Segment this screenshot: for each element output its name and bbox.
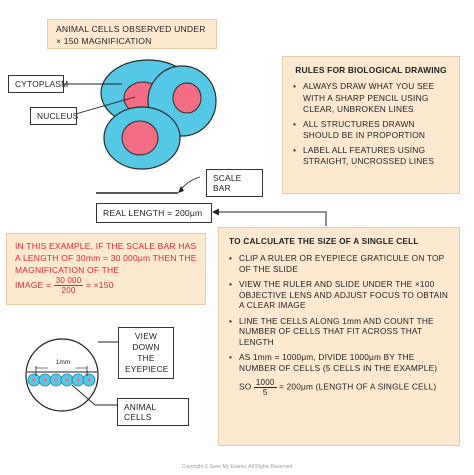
eyepiece-view [25,338,99,412]
calc-frac-den: 5 [262,388,268,397]
calc-step: AS 1mm = 1000μm, DIVIDE 1000μm BY THE NU… [229,352,449,373]
animal-cells-label: ANIMAL CELLS [117,398,189,426]
calc-so-result: = 200μm (LENGTH OF A SINGLE CELL) [279,381,437,392]
calc-fraction: 1000 5 [253,378,277,397]
ruler-mark-label: 1mm [55,359,71,366]
animal-cells-pointer [71,384,96,406]
view-down-eyepiece-label: VIEW DOWN THE EYEPIECE [118,327,174,379]
calc-box: TO CALCULATE THE SIZE OF A SINGLE CELL C… [218,227,460,446]
cytoplasm-label: CYTOPLASM [8,75,68,93]
example-image-prefix: IMAGE = [15,279,52,290]
calc-step: VIEW THE RULER AND SLIDE UNDER THE ×100 … [229,279,449,311]
nucleus-label: NUCLEUS [30,107,78,125]
example-text: IN THIS EXAMPLE, IF THE SCALE BAR HAS A … [15,241,197,275]
calc-so-prefix: SO [239,381,252,392]
animal-cells-group [100,59,217,170]
scale-bar-label: SCALE BAR [206,169,263,197]
calc-to-length-arrowhead [212,208,219,216]
nucleus-pointer [71,96,136,116]
rules-title: RULES FOR BIOLOGICAL DRAWING [295,65,447,75]
rules-box: RULES FOR BIOLOGICAL DRAWING ALWAYS DRAW… [282,56,460,194]
diagram-title: ANIMAL CELLS OBSERVED UNDER × 150 MAGNIF… [47,19,217,49]
rule-item: LABEL ALL FEATURES USING STRAIGHT, UNCRO… [293,145,449,168]
example-frac-num: 30 000 [53,276,84,286]
example-result: = ×150 [85,279,114,290]
rules-list: ALWAYS DRAW WHAT YOU SEE WITH A SHARP PE… [293,81,449,168]
cell-bottom-nucleus [121,120,159,156]
rule-item: ALWAYS DRAW WHAT YOU SEE WITH A SHARP PE… [293,81,449,116]
cell-right-nucleus [172,82,202,114]
example-frac-den: 200 [61,286,76,295]
calc-list: CLIP A RULER OR EYEPIECE GRATICULE ON TO… [229,253,449,373]
scale-bar-arrow [179,176,201,192]
real-length-label: REAL LENGTH = 200μm [96,203,212,223]
copyright-footer: Copyright © Save My Exams. All Rights Re… [181,464,293,470]
calc-title: TO CALCULATE THE SIZE OF A SINGLE CELL [229,236,419,246]
calc-frac-num: 1000 [253,378,277,388]
calc-step: LINE THE CELLS ALONG 1mm AND COUNT THE N… [229,316,449,348]
calc-step: CLIP A RULER OR EYEPIECE GRATICULE ON TO… [229,253,449,274]
rule-item: ALL STRUCTURES DRAWN SHOULD BE IN PROPOR… [293,119,449,142]
scale-bar-arrowhead [178,186,184,193]
example-fraction: 30 000 200 [53,276,84,295]
example-box: IN THIS EXAMPLE, IF THE SCALE BAR HAS A … [6,233,206,305]
calc-to-length-arrow [217,211,327,226]
calc-so-line: SO 1000 5 = 200μm (LENGTH OF A SINGLE CE… [229,378,449,397]
